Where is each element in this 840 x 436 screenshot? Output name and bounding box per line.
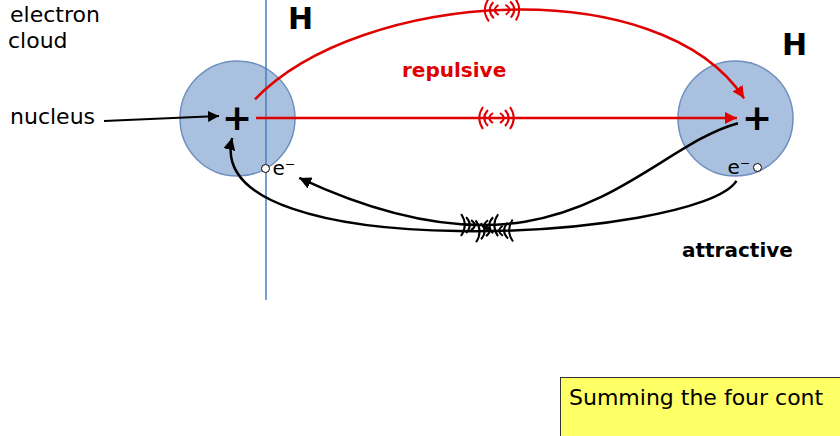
repulsion-symbol bbox=[484, 0, 519, 21]
force-label: repulsive bbox=[400, 58, 508, 82]
label-wrap: repulsive bbox=[400, 58, 508, 82]
force-arc bbox=[484, 110, 488, 126]
force-arc bbox=[484, 220, 488, 230]
electron: e⁻ bbox=[726, 154, 765, 180]
reference-line bbox=[265, 0, 267, 300]
force-arrow bbox=[231, 138, 737, 231]
force-arc bbox=[484, 0, 489, 21]
part-label: nucleus bbox=[8, 104, 97, 129]
force-arc bbox=[505, 5, 509, 15]
label-wrap: attractive bbox=[680, 238, 795, 262]
note-box: Summing the four cont bbox=[560, 377, 840, 436]
nucleus-sign: + bbox=[742, 97, 772, 138]
force-arc bbox=[466, 217, 470, 233]
repulsion-symbol bbox=[479, 107, 514, 129]
force-arc bbox=[500, 113, 504, 123]
force-arc bbox=[515, 0, 520, 20]
force-arc bbox=[461, 214, 465, 236]
attraction-symbol bbox=[461, 214, 498, 236]
note-text: Summing the four cont bbox=[569, 384, 835, 413]
force-arc bbox=[489, 217, 493, 233]
electron-symbol: e⁻ bbox=[728, 155, 751, 179]
atom-heading-wrap: H bbox=[288, 2, 313, 37]
force-arc bbox=[505, 110, 509, 126]
electron-symbol: e⁻ bbox=[273, 156, 296, 180]
force-arc bbox=[471, 220, 475, 230]
electron-dot bbox=[261, 164, 270, 173]
force-arc bbox=[510, 107, 514, 129]
force-arrow bbox=[255, 10, 744, 100]
atom-symbol: H bbox=[782, 27, 807, 62]
force-arc bbox=[494, 214, 498, 236]
label-wrap: nucleus bbox=[8, 104, 97, 130]
nucleus-sign: + bbox=[222, 97, 252, 138]
atom-heading-wrap: H bbox=[782, 28, 807, 63]
force-arc bbox=[479, 107, 483, 129]
force-arc bbox=[490, 2, 494, 18]
atom-cloud: H+e⁻ bbox=[179, 60, 296, 177]
electron: e⁻ bbox=[259, 155, 298, 181]
force-arc bbox=[510, 1, 514, 17]
label-wrap: electron cloud bbox=[8, 2, 126, 55]
force-arc bbox=[499, 226, 503, 236]
nucleus: + bbox=[739, 100, 775, 136]
atom-cloud: H+e⁻ bbox=[677, 60, 794, 177]
force-arc bbox=[495, 5, 499, 15]
atom-symbol: H bbox=[288, 1, 313, 36]
force-arc bbox=[476, 220, 480, 242]
force-arrow bbox=[256, 117, 737, 120]
electron-dot bbox=[753, 163, 762, 172]
force-arrow bbox=[299, 123, 738, 225]
force-label: attractive bbox=[680, 238, 795, 262]
force-arc bbox=[489, 113, 493, 123]
region-label: electron cloud bbox=[8, 2, 100, 53]
nucleus: + bbox=[219, 100, 255, 136]
